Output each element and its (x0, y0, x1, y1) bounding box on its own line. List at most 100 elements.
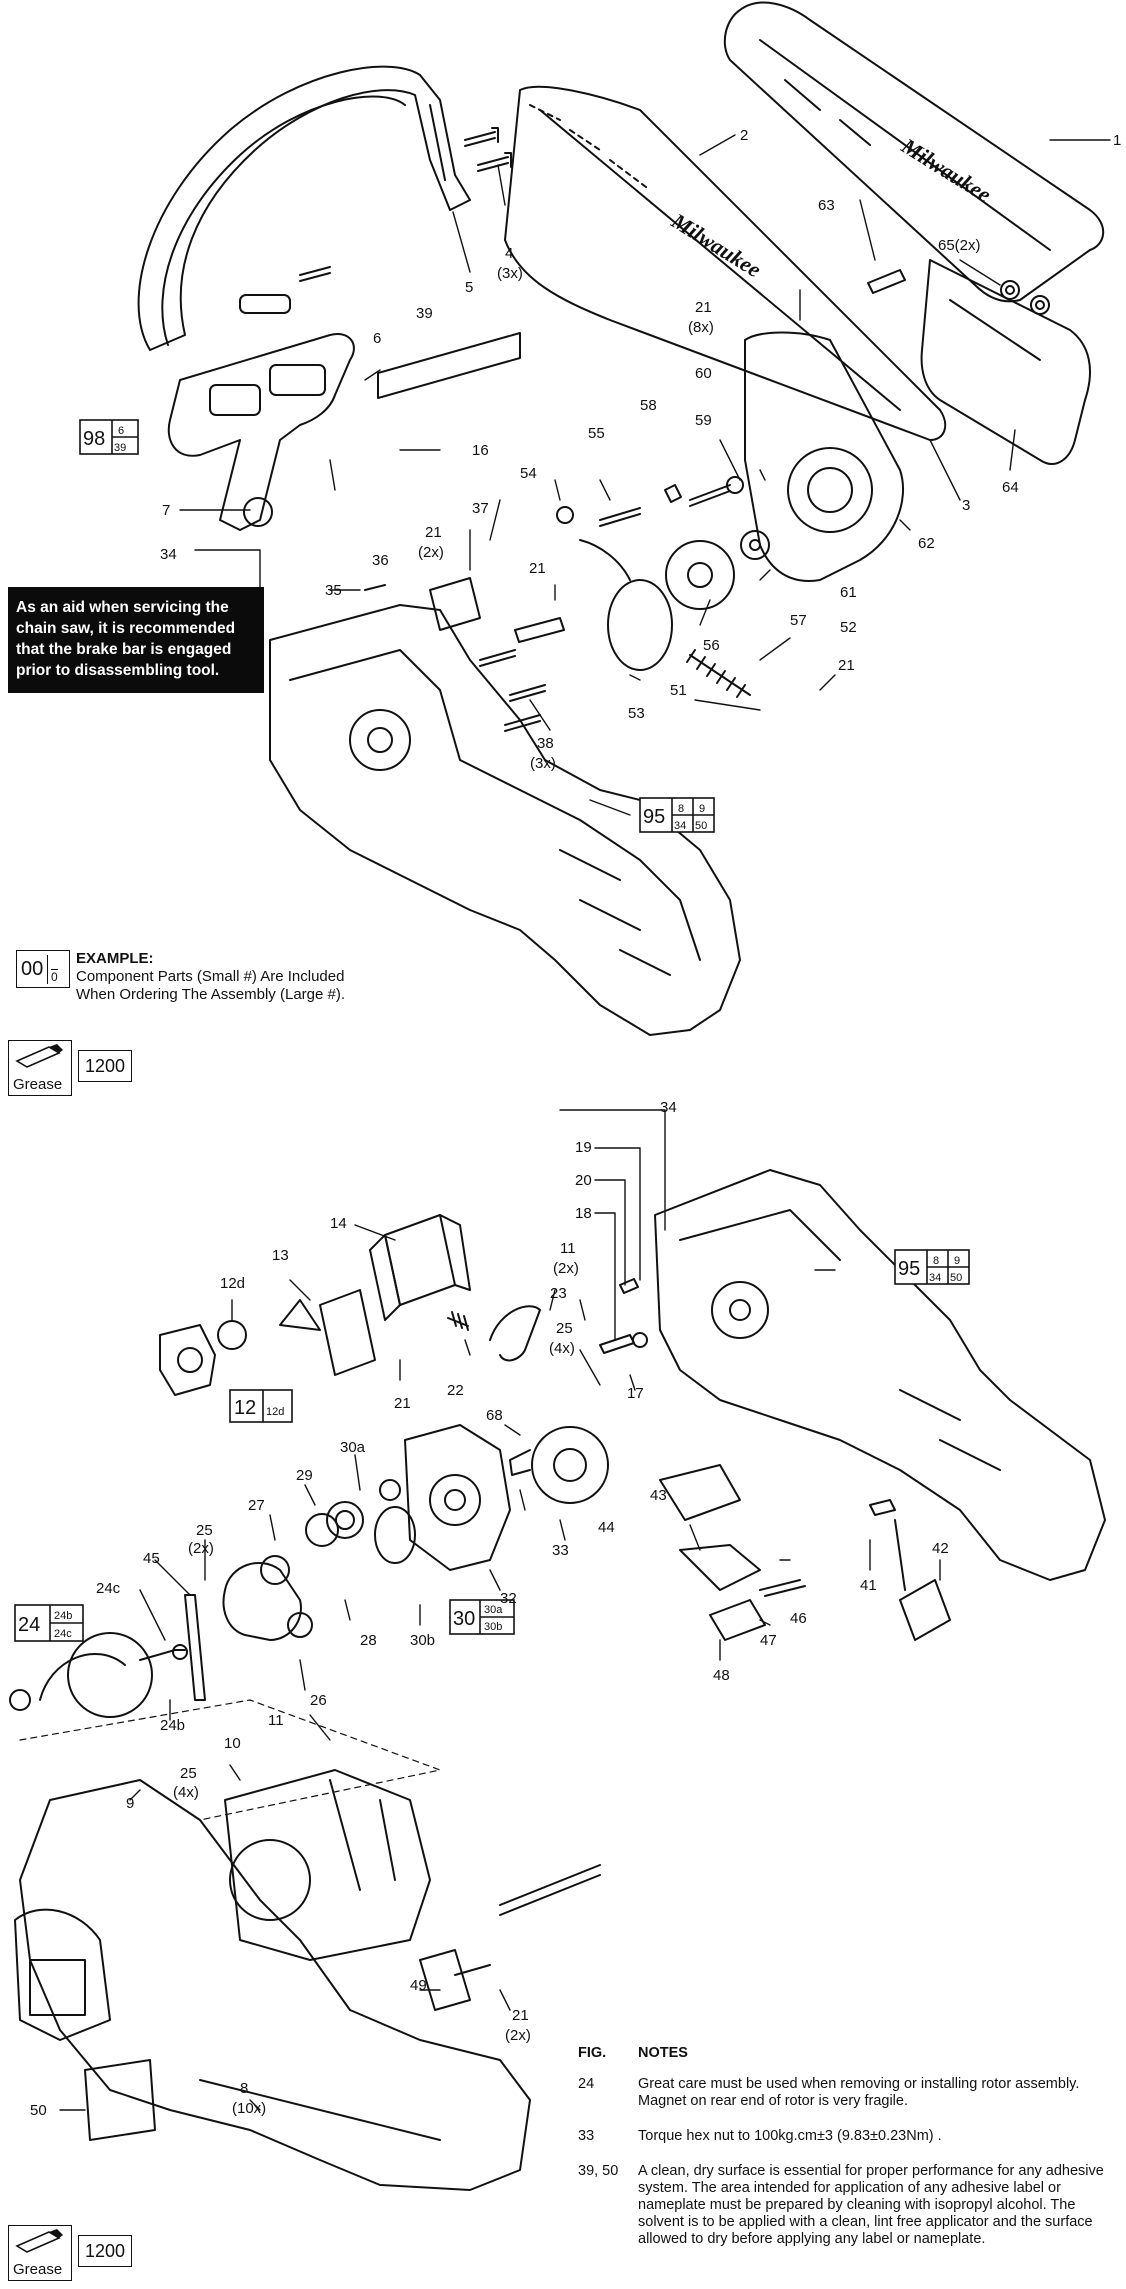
notes-fig: 33 (578, 2128, 595, 2144)
box98-big: 98 (83, 428, 105, 450)
lower-leader-lines (59, 1109, 941, 2111)
bar-brand-text: Milwaukee (667, 208, 766, 283)
callout-21-left: 21 (425, 524, 442, 541)
notes-row: 39, 50 A clean, dry surface is essential… (578, 2163, 1118, 2248)
callout-18: 18 (575, 1205, 592, 1222)
callout-11-lower: 11 (268, 1712, 284, 1729)
box12-small: 12d (266, 1406, 284, 1418)
callout-1: 1 (1113, 132, 1121, 149)
front-handle (137, 65, 471, 351)
notes-text: Great care must be used when removing or… (638, 2076, 1080, 2109)
callout-64: 64 (1002, 479, 1019, 496)
callout-25-low-qty: (4x) (173, 1784, 199, 1801)
example-text: EXAMPLE: Component Parts (Small #) Are I… (76, 950, 345, 1004)
callout-39: 39 (416, 305, 433, 322)
notes-header: FIG. NOTES (578, 2045, 1118, 2062)
scabbard-brand-text: Milwaukee (897, 133, 996, 208)
example-small-numbers: 0 (47, 954, 61, 984)
box30-top: 30a (484, 1604, 503, 1616)
small-pins (599, 1278, 648, 1354)
box95b-bl: 34 (929, 1272, 941, 1284)
assembly-box-30 (449, 1599, 515, 1635)
main-housing (269, 604, 741, 1036)
plug-assembly (159, 1320, 247, 1396)
assembly-box-12 (229, 1389, 293, 1423)
box95a-tl: 8 (678, 803, 684, 815)
callout-68: 68 (486, 1407, 503, 1424)
gear-housing (404, 1424, 511, 1571)
callout-7: 7 (162, 502, 170, 519)
callout-8-qty: (10x) (232, 2100, 266, 2117)
box30-big: 30 (453, 1608, 475, 1630)
callout-21-lower: 21 (394, 1395, 411, 1412)
callout-21-mid: 21 (529, 560, 546, 577)
callout-34-lower: 34 (660, 1099, 677, 1116)
callout-14: 14 (330, 1215, 347, 1232)
callout-9: 9 (126, 1795, 134, 1812)
callout-45: 45 (143, 1550, 160, 1567)
bearings (374, 1479, 416, 1564)
callout-23: 23 (550, 1285, 567, 1302)
box95b-tl: 8 (933, 1255, 939, 1267)
box24-top: 24b (54, 1610, 72, 1622)
callout-21-bar-qty: (8x) (688, 319, 714, 336)
callout-38: 38 (537, 735, 554, 752)
callout-25-qty: (4x) (549, 1340, 575, 1357)
callout-11-qty: (2x) (553, 1260, 579, 1277)
callout-30b: 30b (410, 1632, 435, 1649)
callout-13: 13 (272, 1247, 289, 1264)
callout-25: 25 (556, 1320, 573, 1337)
hand-guard (167, 333, 355, 531)
callout-21-bar: 21 (695, 299, 712, 316)
callout-3: 3 (962, 497, 970, 514)
callout-43: 43 (650, 1487, 667, 1504)
callout-57: 57 (790, 612, 807, 629)
callout-21-right: 21 (838, 657, 855, 674)
callout-25-mid-qty: (2x) (188, 1540, 214, 1557)
box24-big: 24 (18, 1614, 40, 1636)
callout-21-left-qty: (2x) (418, 544, 444, 561)
notes-text: A clean, dry surface is essential for pr… (638, 2163, 1104, 2247)
box98-bottom: 39 (114, 442, 126, 454)
callout-49: 49 (410, 1977, 427, 1994)
grease-number-bottom: 1200 (78, 2235, 132, 2267)
trigger-parts (659, 1464, 951, 1641)
gasket (279, 1289, 376, 1376)
callout-61: 61 (840, 584, 857, 601)
callout-16: 16 (472, 442, 489, 459)
callout-21-cord: 21 (512, 2007, 529, 2024)
adjust-plate (867, 269, 906, 294)
callout-24c: 24c (96, 1580, 121, 1597)
callout-52: 52 (840, 619, 857, 636)
washers (305, 1501, 364, 1547)
notes-fig: 24 (578, 2076, 595, 2092)
callout-47: 47 (760, 1632, 777, 1649)
callout-33: 33 (552, 1542, 569, 1559)
handle-bolts (299, 127, 512, 282)
callout-5: 5 (465, 279, 473, 296)
housing-lower-view (654, 1169, 1106, 1581)
box98-top: 6 (118, 425, 124, 437)
box24-bottom: 24c (54, 1628, 72, 1640)
box95b-big: 95 (898, 1258, 920, 1280)
callout-38-qty: (3x) (530, 755, 556, 772)
callout-22: 22 (447, 1382, 464, 1399)
callout-65: 65(2x) (938, 237, 981, 254)
box95b-tr: 9 (954, 1255, 960, 1267)
spring-hook (447, 1305, 541, 1362)
box95a-br: 50 (695, 820, 707, 832)
notes-row: 33 Torque hex nut to 100kg.cm±3 (9.83±0.… (578, 2128, 1118, 2145)
box95a-tr: 9 (699, 803, 705, 815)
callout-53: 53 (628, 705, 645, 722)
callout-41: 41 (860, 1577, 877, 1594)
power-cord (499, 1864, 601, 1916)
brake-link (364, 577, 565, 643)
motor-housing (14, 1779, 531, 2191)
fan-baffle (222, 1555, 313, 1641)
side-cover (920, 259, 1091, 465)
bar-nuts (1000, 280, 1050, 315)
callout-30a: 30a (340, 1439, 366, 1456)
example-box: 00 0 (16, 950, 70, 988)
callout-10: 10 (224, 1735, 241, 1752)
drive-gear (509, 1426, 609, 1504)
